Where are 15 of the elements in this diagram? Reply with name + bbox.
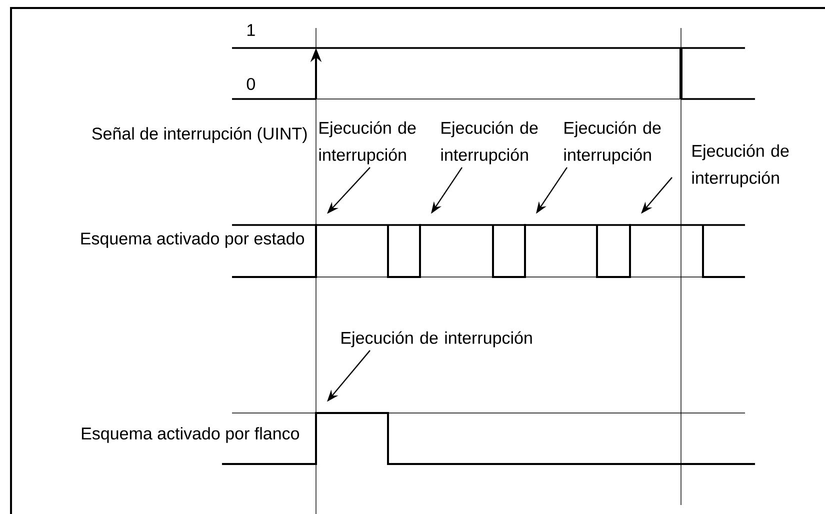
callout-text: Ejecución de interrupción bbox=[342, 331, 532, 348]
label: Señal de interrupción (UINT) bbox=[92, 126, 307, 144]
signal-edge bbox=[419, 224, 421, 278]
signal-edge bbox=[629, 224, 631, 278]
callout-text: Ejecución de interrupción bbox=[564, 121, 661, 164]
callout-text: Ejecución de interrupción bbox=[319, 121, 416, 164]
signal-edge bbox=[524, 224, 526, 278]
callout-text: Ejecución de interrupción bbox=[441, 121, 538, 164]
label: 1 bbox=[248, 24, 255, 36]
label: Esquema activado por estado bbox=[81, 232, 304, 248]
label: Esquema activado por flanco bbox=[82, 427, 300, 443]
callout-text: Ejecución de interrupción bbox=[692, 144, 789, 188]
signal-edge bbox=[315, 412, 317, 465]
label: 0 bbox=[246, 78, 255, 90]
signal-edge bbox=[315, 224, 317, 278]
